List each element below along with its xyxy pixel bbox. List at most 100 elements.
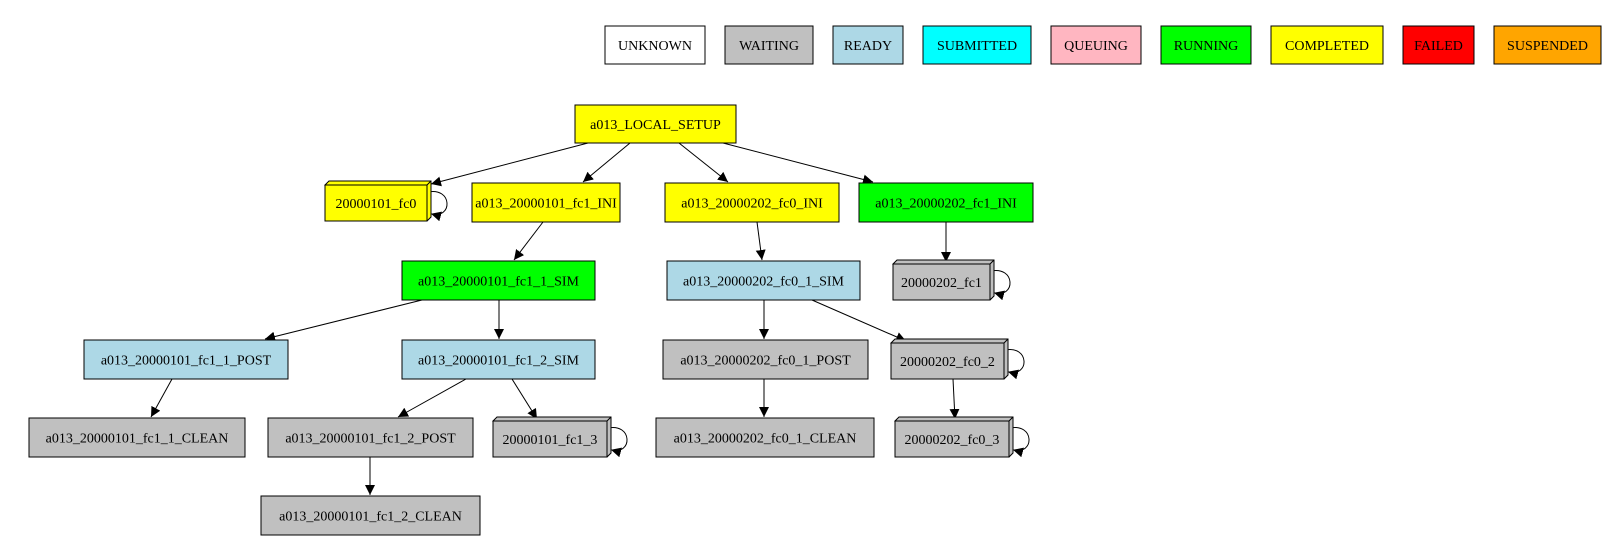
node-box xyxy=(894,420,1010,458)
job-label-clean_2000_fc1_2: a013_20000101_fc1_2_CLEAN xyxy=(279,510,462,525)
self-loop-arrow xyxy=(426,191,448,222)
edge-local_setup-to-fc0_2000 xyxy=(430,142,589,187)
legend-label-suspended: SUSPENDED xyxy=(1507,39,1588,54)
node-box xyxy=(401,339,596,380)
node-box xyxy=(260,495,481,536)
edge-sim_2000_fc1_2-to-post_2000_fc1_2 xyxy=(397,378,467,418)
legend-item-waiting: WAITING xyxy=(724,25,814,65)
legend-label-failed: FAILED xyxy=(1414,39,1463,54)
legend-swatch-ready xyxy=(832,25,904,65)
job-node-sim_2000_fc1_1[interactable]: a013_20000101_fc1_1_SIM xyxy=(401,260,596,301)
legend-label-running: RUNNING xyxy=(1174,39,1239,54)
job-label-sim_2000_fc1_2: a013_20000101_fc1_2_SIM xyxy=(418,354,580,369)
dependency-arrow xyxy=(511,378,538,420)
job-node-fc0_2000[interactable]: 20000101_fc0 xyxy=(324,180,432,222)
edge-ini_2000_fc1-to-sim_2000_fc1_1 xyxy=(513,221,544,261)
legend-label-queuing: QUEUING xyxy=(1064,39,1128,54)
self-loop-arrow xyxy=(1003,349,1025,380)
legend-item-suspended: SUSPENDED xyxy=(1493,25,1602,65)
dependency-arrow xyxy=(949,378,960,420)
job-node-sim_2000_fc1_2[interactable]: a013_20000101_fc1_2_SIM xyxy=(401,339,596,380)
job-node-clean_2000_fc1_1[interactable]: a013_20000101_fc1_1_CLEAN xyxy=(28,417,246,458)
job-node-sim_2002_fc0_1[interactable]: a013_20000202_fc0_1_SIM xyxy=(666,260,861,301)
job-node-ini_2002_fc1[interactable]: a013_20000202_fc1_INI xyxy=(858,182,1034,223)
edge-local_setup-to-ini_2000_fc1 xyxy=(582,142,631,183)
node-depth-line xyxy=(1008,416,1014,422)
dependency-arrow xyxy=(811,299,907,342)
node-box xyxy=(401,260,596,301)
job-label-post_2000_fc1_1: a013_20000101_fc1_1_POST xyxy=(101,354,272,369)
node-box xyxy=(666,260,861,301)
job-label-sim_2000_fc1_1: a013_20000101_fc1_1_SIM xyxy=(418,275,580,290)
node-box xyxy=(858,182,1034,223)
legend-swatch-unknown xyxy=(604,25,706,65)
edge-local_setup-to-ini_2002_fc0 xyxy=(678,142,729,183)
job-label-fc0_2000: 20000101_fc0 xyxy=(336,197,417,212)
legend-swatch-completed xyxy=(1270,25,1384,65)
job-node-fc1_2002[interactable]: 20000202_fc1 xyxy=(892,259,995,301)
legend-item-failed: FAILED xyxy=(1402,25,1475,65)
job-node-post_2002_fc0_1[interactable]: a013_20000202_fc0_1_POST xyxy=(662,339,869,380)
job-node-clean_2002_fc0_1[interactable]: a013_20000202_fc0_1_CLEAN xyxy=(655,417,875,458)
legend-label-waiting: WAITING xyxy=(739,39,799,54)
edge-sim_2000_fc1_1-to-post_2000_fc1_1 xyxy=(264,299,423,342)
job-label-clean_2002_fc0_1: a013_20000202_fc0_1_CLEAN xyxy=(674,432,857,447)
edge-sim_2002_fc0_1-to-fc0_2_2002 xyxy=(811,299,907,342)
edge-fc0_2000-to-fc0_2000 xyxy=(426,191,448,222)
job-label-ini_2002_fc0: a013_20000202_fc0_INI xyxy=(681,197,823,212)
job-node-post_2000_fc1_1[interactable]: a013_20000101_fc1_1_POST xyxy=(83,339,289,380)
node-depth-line xyxy=(1003,338,1009,344)
self-loop-arrow xyxy=(1008,427,1030,458)
job-node-local_setup[interactable]: a013_LOCAL_SETUP xyxy=(574,104,737,144)
self-loop-arrow xyxy=(606,427,628,458)
node-box xyxy=(664,182,840,223)
dependency-arrow xyxy=(430,142,589,187)
node-box xyxy=(28,417,246,458)
self-loop-arrow xyxy=(989,270,1011,301)
node-box xyxy=(890,342,1005,380)
job-label-clean_2000_fc1_1: a013_20000101_fc1_1_CLEAN xyxy=(46,432,229,447)
job-label-ini_2000_fc1: a013_20000101_fc1_INI xyxy=(475,197,617,212)
edge-fc1_3_2000-to-fc1_3_2000 xyxy=(606,427,628,458)
job-label-fc1_3_2000: 20000101_fc1_3 xyxy=(503,433,598,448)
job-node-fc0_2_2002[interactable]: 20000202_fc0_2 xyxy=(890,338,1009,380)
node-box xyxy=(83,339,289,380)
job-label-post_2000_fc1_2: a013_20000101_fc1_2_POST xyxy=(285,432,456,447)
dependency-arrow xyxy=(264,299,423,342)
legend-swatch-failed xyxy=(1402,25,1475,65)
node-box xyxy=(492,420,608,458)
node-box xyxy=(574,104,737,144)
legend-swatch-queuing xyxy=(1050,25,1142,65)
legend-swatch-suspended xyxy=(1493,25,1602,65)
legend-label-submitted: SUBMITTED xyxy=(937,39,1017,54)
job-node-ini_2000_fc1[interactable]: a013_20000101_fc1_INI xyxy=(471,182,621,223)
job-node-fc1_3_2000[interactable]: 20000101_fc1_3 xyxy=(492,416,612,458)
legend-swatch-submitted xyxy=(922,25,1032,65)
job-label-fc1_2002: 20000202_fc1 xyxy=(901,276,982,291)
job-label-fc0_3_2002: 20000202_fc0_3 xyxy=(905,433,1000,448)
job-node-post_2000_fc1_2[interactable]: a013_20000101_fc1_2_POST xyxy=(267,417,474,458)
edge-sim_2000_fc1_2-to-fc1_3_2000 xyxy=(511,378,538,420)
job-nodes: a013_LOCAL_SETUP 20000101_fc0 a013_2000010… xyxy=(28,104,1034,536)
node-box xyxy=(324,184,428,222)
job-label-ini_2002_fc1: a013_20000202_fc1_INI xyxy=(875,197,1017,212)
job-node-fc0_3_2002[interactable]: 20000202_fc0_3 xyxy=(894,416,1014,458)
node-box xyxy=(267,417,474,458)
dependency-arrow xyxy=(513,221,544,261)
node-depth-line xyxy=(606,416,612,422)
job-label-post_2002_fc0_1: a013_20000202_fc0_1_POST xyxy=(680,354,851,369)
dependency-arrow xyxy=(397,378,467,418)
node-box xyxy=(471,182,621,223)
legend-swatch-running xyxy=(1160,25,1252,65)
edge-post_2000_fc1_1-to-clean_2000_fc1_1 xyxy=(150,378,173,418)
job-node-clean_2000_fc1_2[interactable]: a013_20000101_fc1_2_CLEAN xyxy=(260,495,481,536)
job-label-sim_2002_fc0_1: a013_20000202_fc0_1_SIM xyxy=(683,275,845,290)
job-node-ini_2002_fc0[interactable]: a013_20000202_fc0_INI xyxy=(664,182,840,223)
legend-item-completed: COMPLETED xyxy=(1270,25,1384,65)
edge-fc1_2002-to-fc1_2002 xyxy=(989,270,1011,301)
edge-fc0_2_2002-to-fc0_3_2002 xyxy=(949,378,960,420)
legend-label-ready: READY xyxy=(844,39,892,54)
edge-local_setup-to-ini_2002_fc1 xyxy=(722,142,874,185)
